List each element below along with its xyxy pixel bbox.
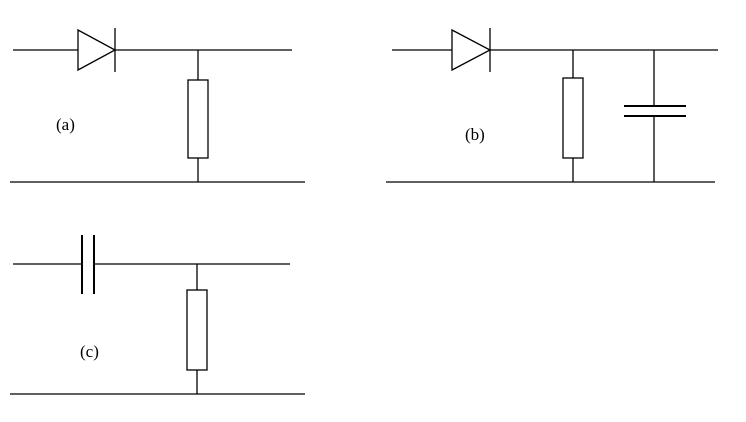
circuit-b-diode: [451, 28, 492, 72]
circuit-a-diode: [77, 28, 117, 72]
circuit-a-label: (a): [56, 115, 75, 134]
circuit-c-resistor: [186, 289, 208, 371]
circuit-c-capacitor: [81, 235, 95, 294]
circuit-a-resistor: [187, 79, 209, 159]
circuit-b-capacitor: [624, 50, 686, 182]
circuit-b-diode-triangle: [451, 28, 492, 72]
circuit-a-diode-triangle: [77, 28, 117, 72]
circuit-c: (c): [10, 235, 305, 395]
circuit-c-label: (c): [80, 342, 99, 361]
circuit-b-resistor: [562, 77, 584, 159]
circuit-a: (a): [10, 28, 305, 183]
circuit-b-label: (b): [465, 125, 485, 144]
circuit-b: (b): [386, 28, 718, 183]
